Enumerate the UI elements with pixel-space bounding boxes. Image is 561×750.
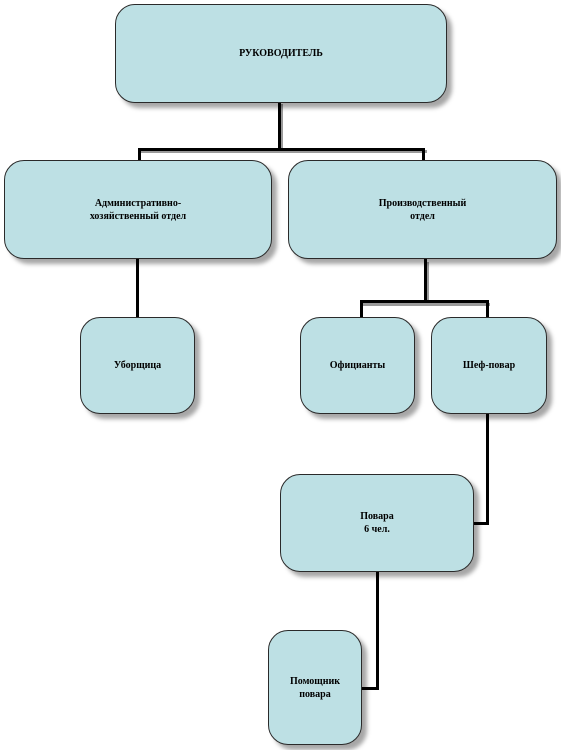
connector-cooks-to-assistant — [362, 687, 379, 690]
node-prod-dept-label: Производственный отдел — [378, 197, 467, 222]
node-chef-label: Шеф-повар — [462, 360, 516, 371]
node-admin-dept-label: Административно- хозяйственный отдел — [89, 197, 187, 222]
connector-chef-down — [486, 413, 489, 524]
node-director-label: РУКОВОДИТЕЛЬ — [239, 48, 323, 59]
connector-shadow — [362, 303, 490, 306]
connector-to-chef — [486, 300, 489, 317]
node-prod-dept[interactable]: Производственный отдел — [288, 160, 557, 259]
node-admin-dept[interactable]: Административно- хозяйственный отдел — [4, 160, 272, 259]
connector-prod-horizontal — [360, 300, 488, 303]
node-chef[interactable]: Шеф-повар — [431, 317, 547, 414]
connector-to-prod — [422, 148, 425, 160]
node-waiters-label: Официанты — [329, 360, 386, 371]
node-cook-assistant[interactable]: Помощник повара — [268, 630, 362, 745]
node-cooks[interactable]: Повара 6 чел. — [280, 474, 474, 572]
connector-to-admin — [138, 148, 141, 160]
node-director[interactable]: РУКОВОДИТЕЛЬ — [115, 4, 447, 103]
connector-admin-to-cleaner — [136, 259, 139, 317]
connector-shadow — [280, 104, 283, 150]
connector-top-horizontal — [138, 148, 425, 151]
node-waiters[interactable]: Официанты — [300, 317, 415, 414]
connector-shadow — [426, 262, 429, 303]
connector-shadow — [140, 150, 427, 153]
connector-prod-down — [424, 259, 427, 301]
connector-chef-to-cooks — [474, 522, 489, 525]
connector-to-waiters — [360, 300, 363, 317]
connector-cooks-down — [376, 572, 379, 690]
connector-director-down — [278, 103, 281, 149]
node-cleaner[interactable]: Уборщица — [80, 317, 195, 414]
node-cook-assistant-label: Помощник повара — [290, 675, 340, 700]
node-cooks-label: Повара 6 чел. — [360, 511, 394, 535]
node-cleaner-label: Уборщица — [113, 360, 162, 371]
